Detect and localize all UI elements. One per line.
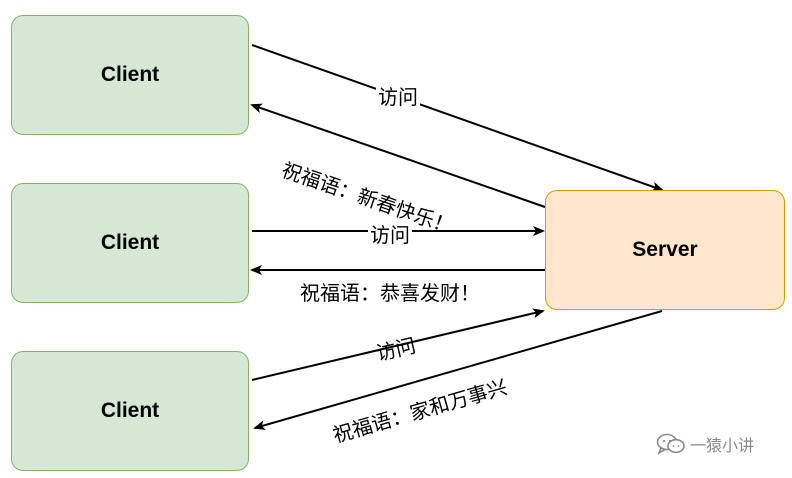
- wechat-icon: [656, 433, 685, 455]
- watermark-text: 一猿小讲: [690, 436, 755, 455]
- watermark: 一猿小讲: [656, 432, 754, 456]
- client-node-2: Client: [11, 183, 249, 303]
- edge-label-visit-1: 访问: [376, 81, 420, 110]
- edge-client3-to-server: [251, 308, 545, 381]
- client-node-1: Client: [11, 15, 249, 135]
- edge-label-visit-2: 访问: [368, 219, 412, 248]
- edge-server-to-client3: [253, 310, 663, 431]
- server-node: Server: [545, 190, 785, 310]
- edge-server-to-client1: [250, 103, 546, 208]
- edge-client1-to-server: [251, 44, 664, 192]
- edge-label-greeting-2: 祝福语：恭喜发财！: [300, 281, 480, 305]
- client-node-3: Client: [11, 351, 249, 471]
